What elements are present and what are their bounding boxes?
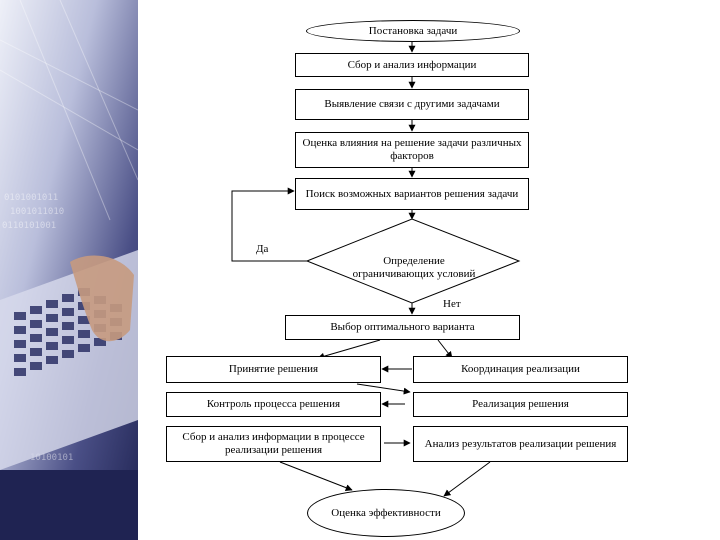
collect-info-label: Сбор и анализ информации bbox=[347, 58, 477, 71]
coordination-box: Координация реализации bbox=[413, 356, 628, 383]
svg-text:0101001011: 0101001011 bbox=[4, 193, 58, 203]
collect-info-box: Сбор и анализ информации bbox=[295, 53, 529, 77]
links-label: Выявление связи с другими задачами bbox=[324, 98, 500, 110]
coordination-label: Координация реализации bbox=[461, 363, 580, 375]
svg-text:10100101: 10100101 bbox=[30, 453, 73, 463]
factors-box: Оценка влияния на решение задачи различн… bbox=[295, 132, 529, 168]
decorative-laptop-image: 0101001011 1001011010 0110101001 1010010… bbox=[0, 0, 138, 540]
links-box: Выявление связи с другими задачами bbox=[295, 89, 529, 120]
factors-label: Оценка влияния на решение задачи различн… bbox=[302, 137, 522, 162]
end-label: Оценка эффективности bbox=[331, 506, 441, 519]
decision-box: Принятие решения bbox=[166, 356, 381, 383]
end-oval: Оценка эффективности bbox=[307, 489, 465, 537]
search-variants-box: Поиск возможных вариантов решения задачи bbox=[295, 178, 529, 210]
collect-during-label: Сбор и анализ информации в процессе реал… bbox=[182, 431, 365, 456]
yes-label: Да bbox=[256, 243, 269, 255]
analysis-results-label: Анализ результатов реализации решения bbox=[424, 437, 617, 450]
no-label: Нет bbox=[443, 298, 461, 310]
analysis-results-box: Анализ результатов реализации решения bbox=[413, 426, 628, 462]
start-oval: Постановка задачи bbox=[306, 20, 520, 42]
collect-during-box: Сбор и анализ информации в процессе реал… bbox=[166, 426, 381, 462]
svg-text:1001011010: 1001011010 bbox=[10, 207, 64, 217]
decision-label: Принятие решения bbox=[228, 363, 319, 375]
start-label: Постановка задачи bbox=[368, 24, 458, 37]
constraints-label: Определение ограничивающих условий bbox=[352, 255, 476, 280]
control-label: Контроль процесса решения bbox=[206, 398, 341, 410]
search-variants-label: Поиск возможных вариантов решения задачи bbox=[305, 187, 519, 200]
control-box: Контроль процесса решения bbox=[166, 392, 381, 417]
implementation-box: Реализация решения bbox=[413, 392, 628, 417]
implementation-label: Реализация решения bbox=[472, 398, 569, 410]
svg-text:0110101001: 0110101001 bbox=[2, 221, 56, 231]
decision-diamond bbox=[305, 218, 521, 304]
optimal-variant-box: Выбор оптимального варианта bbox=[285, 315, 520, 340]
optimal-variant-label: Выбор оптимального варианта bbox=[330, 321, 475, 333]
